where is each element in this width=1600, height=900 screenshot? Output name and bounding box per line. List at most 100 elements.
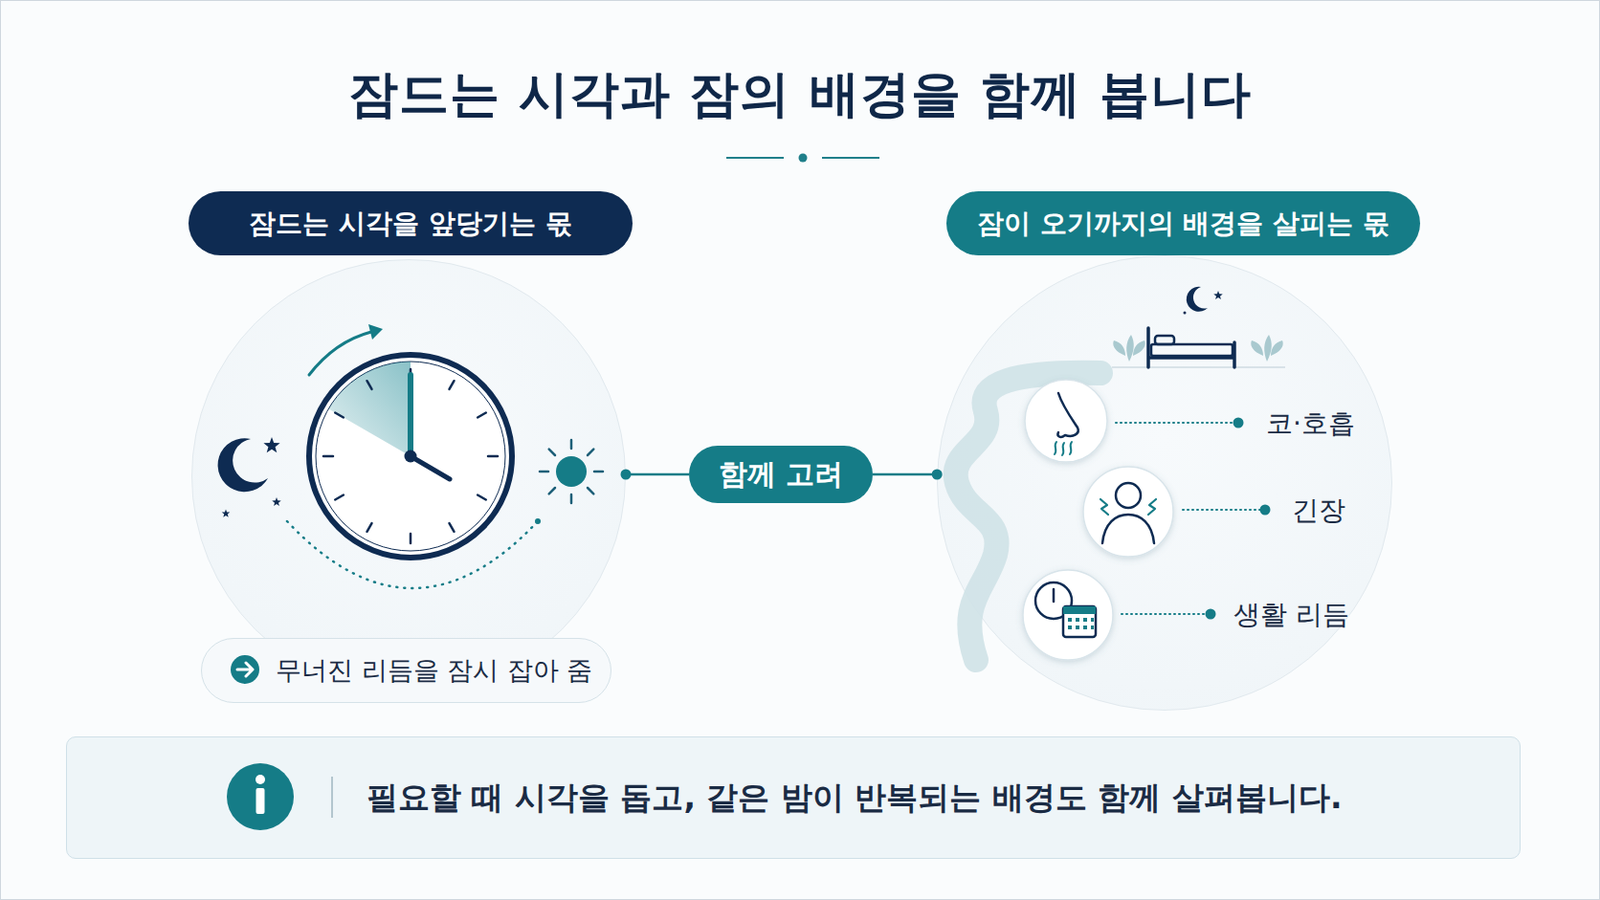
connector-pill: 함께 고려: [688, 445, 873, 504]
nose-icon: [1024, 379, 1108, 463]
leader-lines-part: [1121, 613, 1207, 616]
node-label: 무너진 리듬을 잠시 잡아 줌: [200, 638, 612, 704]
sun-symbol-part-part: [549, 449, 556, 456]
leader-dots-part: [1205, 609, 1217, 621]
rhythm-icon-part-part: [1090, 618, 1094, 623]
clock-illustration: [309, 355, 512, 558]
bed-scene-part: [1155, 335, 1175, 345]
title-divider-part: [799, 154, 808, 163]
leader-lines-part: [1182, 509, 1262, 512]
rhythm-icon-part: [1063, 606, 1096, 615]
background-circle: 코·호흡긴장생활 리듬: [936, 255, 1393, 712]
sun-symbol-part-part: [570, 440, 574, 449]
rhythm-icon-part-part: [1075, 625, 1080, 630]
clock-illustration-part: [309, 355, 512, 558]
leader-lines: [1115, 422, 1262, 615]
connector-dot: [932, 469, 943, 481]
night-symbol-part: [222, 510, 231, 518]
forward-arrow-part: [309, 332, 372, 376]
bed-scene-part: [1186, 287, 1208, 312]
info-icon-part: [255, 775, 266, 785]
rhythm-icon-part-part: [1090, 625, 1094, 630]
bed-scene-part: [1250, 334, 1283, 362]
bed-scene-part: [1213, 290, 1223, 300]
clock-illustration-part: [315, 361, 506, 552]
node-label: 잠드는 시각을 앞당기는 몫: [188, 191, 633, 256]
rhythm-icon-part-part: [1083, 618, 1088, 623]
clock-illustration-part: [323, 369, 498, 544]
header-pill: 잠드는 시각을 앞당기는 몫: [188, 191, 633, 256]
sun-symbol: [539, 440, 603, 504]
night-symbol: [218, 437, 282, 518]
diagram-title: 잠드는 시각과 잠의 배경을 함께 봅니다: [0, 53, 1600, 134]
bed-scene-part: [1112, 334, 1145, 362]
forward-arrow: [309, 324, 383, 376]
rhythm-icon-part: [1063, 606, 1096, 638]
sun-symbol-part: [539, 440, 603, 504]
node-label: 코·호흡: [1266, 405, 1356, 443]
clock-illustration-part-part: [367, 380, 373, 390]
night-to-day-path-part: [534, 518, 541, 525]
sun-symbol-part-part: [587, 449, 594, 456]
clock-illustration-part-part: [449, 380, 455, 390]
node-label: 필요할 때 시각을 돕고, 같은 밤이 반복되는 배경도 함께 살펴봅니다.: [366, 737, 1342, 859]
night-to-day-path-part: [287, 521, 538, 589]
pill-arrow-icon-part: [230, 655, 260, 685]
rhythm-icon-part: [1035, 582, 1072, 620]
bed-scene: [1111, 287, 1286, 368]
bed-scene-part: [1148, 328, 1235, 368]
connector-dot: [620, 469, 631, 481]
connector-line: [872, 473, 937, 477]
timing-circle: 무너진 리듬을 잠시 잡아 줌: [191, 259, 626, 694]
winding-path-part: [955, 373, 1101, 661]
nose-icon-part: [1024, 379, 1108, 463]
tension-icon: [1083, 466, 1174, 557]
rhythm-icon-part: [1067, 618, 1094, 630]
rhythm-icon-part-part: [1067, 625, 1072, 630]
node-label: 긴장: [1291, 492, 1346, 530]
rhythm-icon-part-part: [1067, 618, 1072, 623]
info-icon: [226, 763, 333, 831]
night-to-day-path: [287, 518, 541, 589]
nose-icon-part: [1057, 393, 1078, 438]
nose-icon-part: [1054, 442, 1072, 456]
night-symbol-part: [271, 497, 281, 507]
tension-icon-part: [1100, 499, 1156, 515]
node-label: 잠이 오기까지의 배경을 살피는 몫: [946, 191, 1421, 256]
clock-illustration-part-part: [477, 413, 487, 419]
clock-illustration-part-part: [323, 455, 334, 459]
note-box: 필요할 때 시각을 돕고, 같은 밤이 반복되는 배경도 함께 살펴봅니다.: [66, 736, 1521, 860]
rhythm-icon-part: [1052, 589, 1056, 602]
title-divider: [726, 154, 880, 163]
leader-dots-part: [1233, 418, 1245, 429]
forward-arrow-part: [368, 324, 383, 340]
header-pill: 잠이 오기까지의 배경을 살피는 몫: [946, 191, 1421, 256]
rhythm-icon-part-part: [1083, 625, 1088, 630]
clock-illustration-part: [328, 361, 411, 457]
sun-symbol-part-part: [570, 494, 574, 504]
sun-symbol-part-part: [594, 470, 603, 474]
title-divider-part: [822, 156, 880, 159]
rhythm-icon-part: [1022, 570, 1113, 661]
sun-symbol-part-part: [587, 488, 594, 494]
leader-dots: [1205, 418, 1271, 621]
clock-illustration-part-part: [334, 495, 344, 501]
clock-illustration-part-part: [367, 523, 373, 533]
pill-arrow-icon-part: [237, 663, 253, 677]
node-label: 함께 고려: [688, 445, 873, 504]
leader-lines-part: [1115, 422, 1235, 424]
clock-illustration-part-part: [488, 455, 498, 459]
info-icon-part: [256, 788, 266, 815]
clock-illustration-part: [407, 375, 414, 457]
connector-line: [625, 473, 689, 477]
tension-icon-part: [1083, 466, 1174, 557]
clock-illustration-part: [410, 456, 450, 480]
info-icon-part: [331, 777, 334, 819]
sun-symbol-part-part: [549, 488, 556, 494]
bed-scene-part: [1151, 344, 1233, 356]
sun-symbol-part-part: [539, 470, 549, 474]
title-divider-part: [726, 156, 784, 159]
